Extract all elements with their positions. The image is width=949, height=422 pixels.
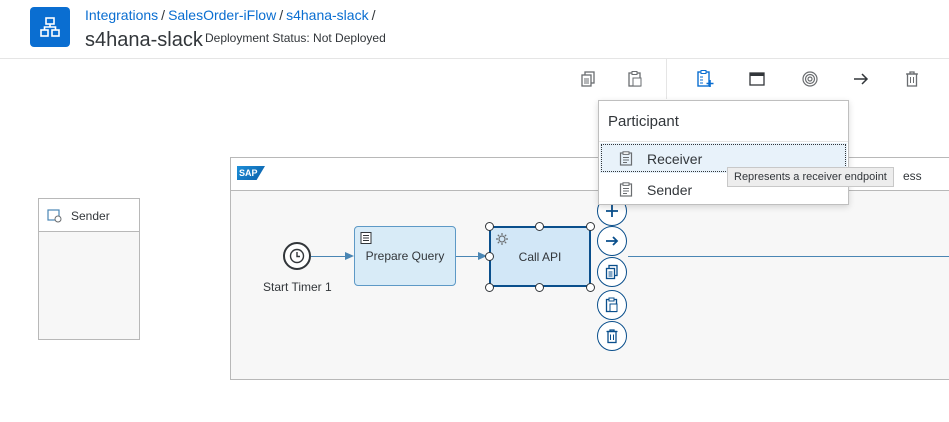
connect-button[interactable] [848,66,874,92]
script-icon [360,232,372,244]
breadcrumb-salesorder-iflow[interactable]: SalesOrder-iFlow [168,7,277,23]
delete-button[interactable] [899,66,925,92]
plus-icon [606,205,618,217]
page-title: s4hana-slack [85,29,203,51]
resize-handle-left[interactable] [485,252,494,261]
resize-handle-top-left[interactable] [485,222,494,231]
target-button[interactable] [797,66,823,92]
integration-process-name: ess [903,169,922,183]
deployment-status: Deployment Status: Not Deployed [205,31,386,45]
resize-handle-bottom-left[interactable] [485,283,494,292]
add-participant-button[interactable] [692,66,718,92]
participant-item-receiver[interactable]: Receiver [600,143,847,173]
resize-handle-top-right[interactable] [586,222,595,231]
breadcrumb: Integrations/SalesOrder-iFlow/s4hana-sla… [85,7,378,23]
window-icon [749,72,765,86]
sequence-flow[interactable] [311,256,347,257]
clock-icon [289,248,305,264]
header: Integrations/SalesOrder-iFlow/s4hana-sla… [0,0,949,58]
context-connect-button[interactable] [597,226,627,256]
clipboard-icon [619,182,633,197]
popover-divider [599,141,848,142]
participant-add-icon [697,70,714,87]
arrow-right-icon [606,236,619,246]
prepare-query-step[interactable]: Prepare Query [354,226,456,286]
paste-button[interactable] [622,66,648,92]
sap-logo: SAP [237,166,265,180]
context-paste-button[interactable] [597,290,627,320]
copy-icon [605,264,618,280]
receiver-tooltip: Represents a receiver endpoint [727,167,894,187]
toolbar [0,58,949,100]
prepare-query-label: Prepare Query [365,249,445,263]
copy-icon [581,71,595,87]
participant-popover: Participant Receiver Sender [598,100,849,205]
call-api-label: Call API [518,249,562,264]
delete-icon [606,329,618,344]
sender-participant[interactable]: Sender [38,198,140,340]
breadcrumb-integrations[interactable]: Integrations [85,7,159,23]
participant-item-sender[interactable]: Sender [600,174,847,204]
gear-icon [496,233,508,245]
call-api-step[interactable]: Call API [489,226,591,287]
clipboard-icon [619,151,633,166]
participant-popover-title: Participant [608,113,679,130]
window-button[interactable] [744,66,770,92]
sequence-flow-arrow [345,252,354,260]
context-delete-button[interactable] [597,321,627,351]
delete-icon [906,71,918,87]
resize-handle-top[interactable] [535,222,544,231]
sequence-flow[interactable] [628,256,949,257]
hierarchy-icon [40,17,60,37]
participant-item-sender-label: Sender [647,182,693,198]
breadcrumb-separator: / [371,7,376,23]
sequence-flow[interactable] [456,256,480,257]
breadcrumb-separator: / [161,7,166,23]
resize-handle-bottom-right[interactable] [586,283,595,292]
arrow-right-icon [854,73,869,85]
target-icon [802,71,818,87]
start-timer-event[interactable] [283,242,311,270]
context-copy-button[interactable] [597,257,627,287]
participant-icon [47,209,62,223]
start-timer-label: Start Timer 1 [263,280,332,294]
copy-button[interactable] [575,66,601,92]
toolbar-separator [666,59,667,99]
sender-participant-label: Sender [71,209,110,223]
paste-icon [605,297,618,313]
breadcrumb-separator: / [279,7,284,23]
paste-icon [628,71,642,87]
resize-handle-bottom[interactable] [535,283,544,292]
participant-item-receiver-label: Receiver [647,151,703,167]
sequence-flow-arrow [478,252,487,260]
integration-flow-app-icon [30,7,70,47]
sender-participant-header: Sender [39,199,139,232]
breadcrumb-s4hana-slack[interactable]: s4hana-slack [286,7,369,23]
